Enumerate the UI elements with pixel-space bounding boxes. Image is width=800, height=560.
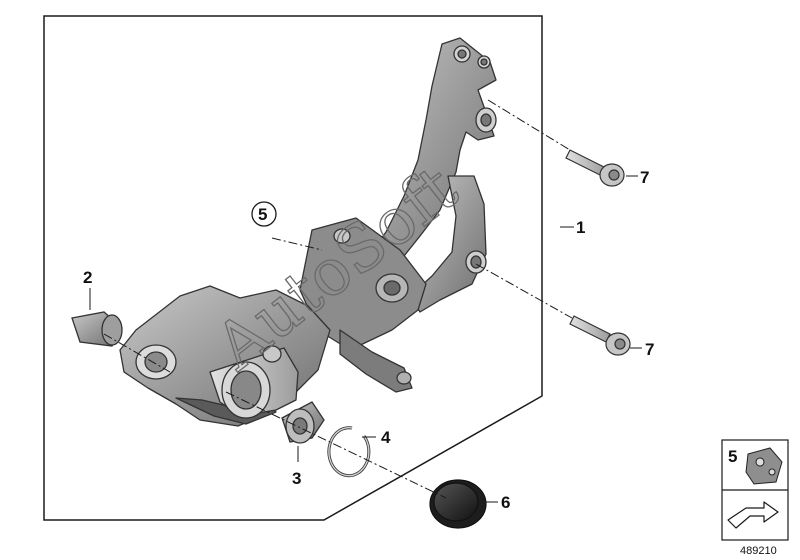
callout-7-upper: 7 xyxy=(640,168,649,187)
bolt-part-7-upper xyxy=(565,149,625,187)
callout-2: 2 xyxy=(83,268,92,287)
callout-5: 5 xyxy=(258,205,267,224)
image-number: 489210 xyxy=(740,545,777,557)
callout-4: 4 xyxy=(381,428,391,447)
circlip-part-4 xyxy=(327,426,371,478)
bushing-part-2 xyxy=(71,311,123,347)
bolt-part-7-lower xyxy=(569,315,631,356)
watermark: AutoSoft xyxy=(202,152,472,386)
leader-lines xyxy=(89,99,642,503)
cap-part-6 xyxy=(429,479,487,529)
callout-7-lower: 7 xyxy=(645,340,654,359)
callout-3: 3 xyxy=(292,469,301,488)
callout-5-circle xyxy=(251,201,277,227)
callout-6: 6 xyxy=(501,493,510,512)
legend-box: 5 xyxy=(721,439,789,541)
legend-part-thumbnail xyxy=(745,447,783,485)
callouts: 1 2 3 4 5 6 7 7 xyxy=(83,168,654,512)
callout-1: 1 xyxy=(576,218,585,237)
arrow-icon xyxy=(727,501,779,529)
legend-ref-number: 5 xyxy=(728,447,737,466)
bracket-part-1 xyxy=(119,37,497,427)
spacer-part-3 xyxy=(281,401,325,444)
assembly-frame xyxy=(43,15,543,521)
